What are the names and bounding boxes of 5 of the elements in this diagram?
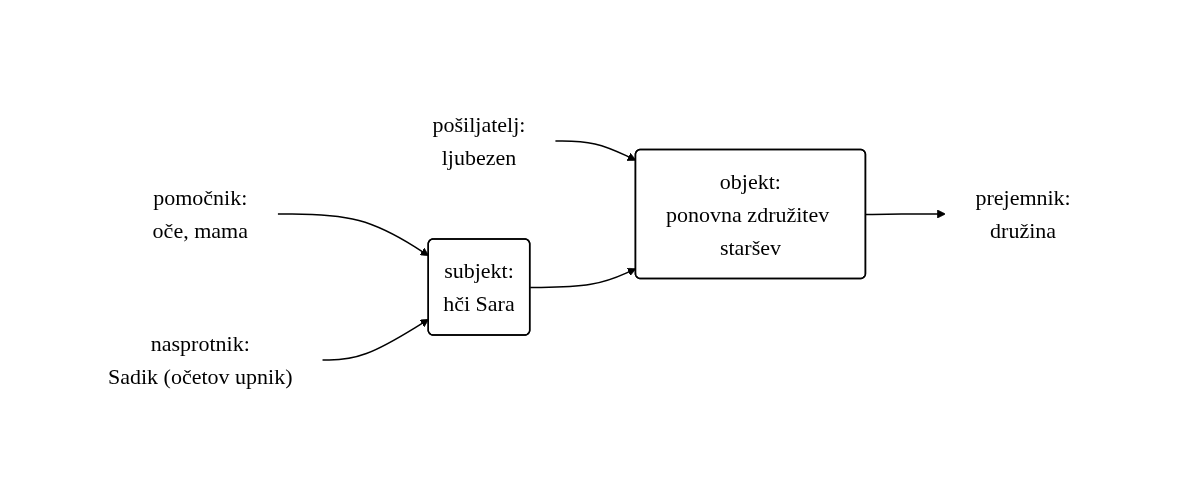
node-text: pošiljatelj: ljubezen [432, 111, 526, 170]
arrow [865, 209, 946, 218]
node-text: prejemnik: družina [975, 184, 1071, 243]
node-text: nasprotnik: Sadik (očetov upnik) [108, 330, 293, 389]
node-text: pomočnik: oče, mama [152, 184, 249, 243]
